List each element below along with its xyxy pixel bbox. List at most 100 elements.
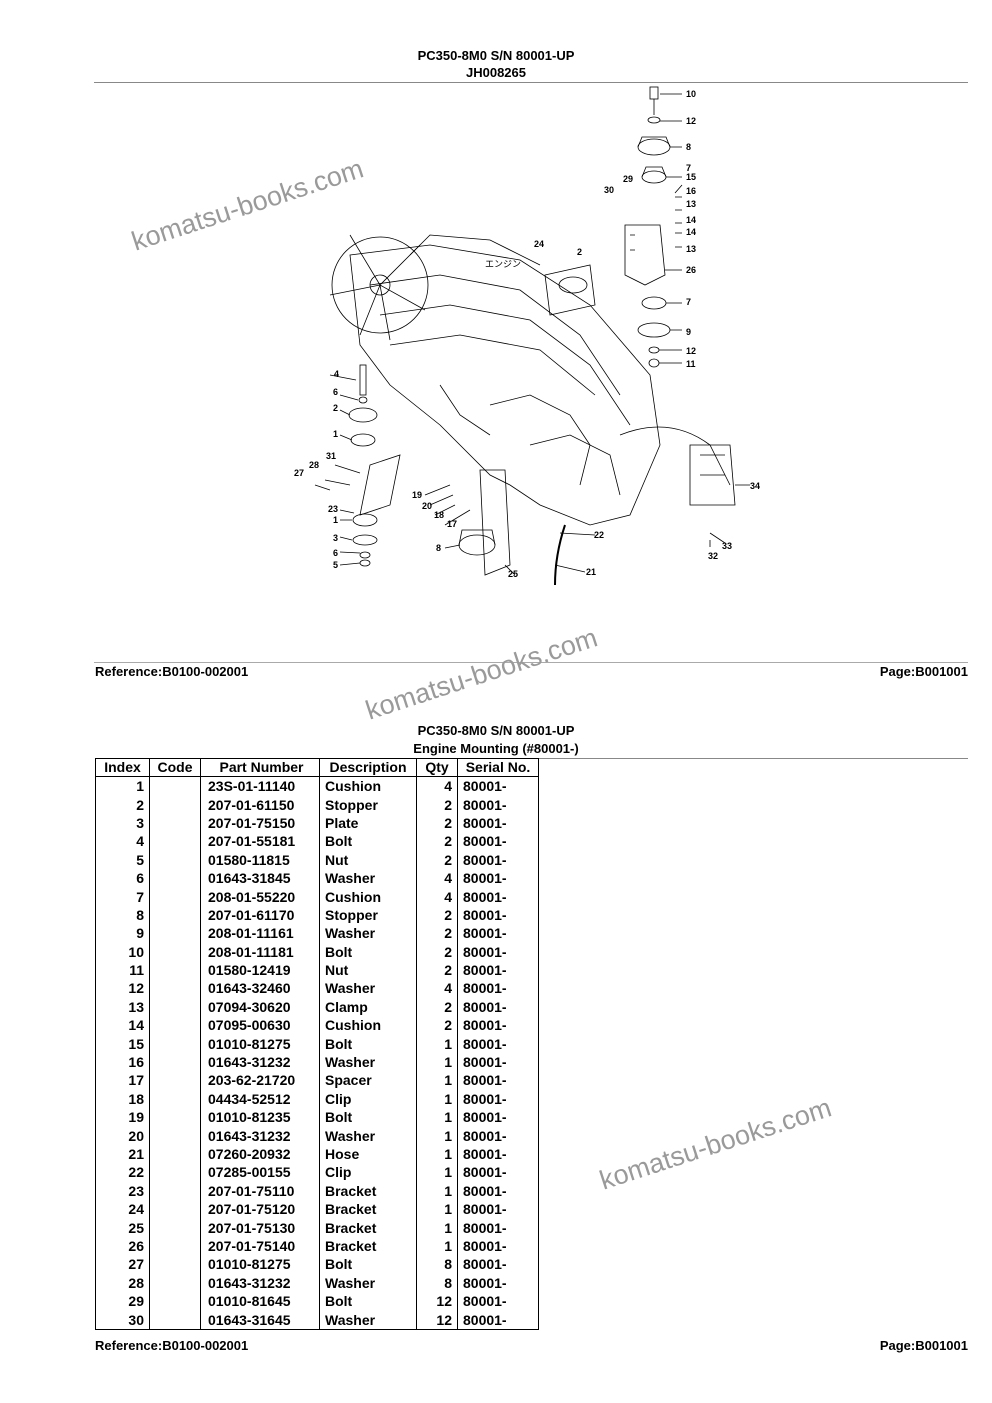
cell-serial: 80001- — [457, 1016, 539, 1035]
cell-code — [149, 1255, 201, 1274]
cell-description: Plate — [319, 813, 417, 833]
cell-part-number: 207-01-75140 — [200, 1236, 320, 1256]
cell-index: 30 — [95, 1310, 150, 1330]
cell-index: 19 — [95, 1108, 150, 1127]
col-header-serial: Serial No. — [457, 758, 539, 777]
cell-description: Stopper — [319, 905, 417, 925]
callout-label: 33 — [722, 541, 732, 551]
col-header-qty: Qty — [416, 758, 458, 777]
page-label: Page:B001001 — [879, 664, 968, 679]
cell-code — [149, 868, 201, 888]
cell-qty: 8 — [416, 1255, 458, 1274]
callout-label: 1 — [333, 515, 338, 525]
callout-label: 20 — [422, 501, 432, 511]
cell-serial: 80001- — [457, 1255, 539, 1274]
cell-serial: 80001- — [457, 1218, 539, 1237]
cell-code — [149, 1291, 201, 1311]
cell-index: 17 — [95, 1071, 150, 1090]
callout-label: 3 — [333, 533, 338, 543]
cell-code — [149, 1071, 201, 1090]
callout-label: 25 — [508, 569, 518, 579]
cell-qty: 2 — [416, 1016, 458, 1035]
cell-index: 29 — [95, 1291, 150, 1311]
callout-label: 18 — [434, 510, 444, 520]
cell-qty: 1 — [416, 1181, 458, 1200]
cell-part-number: 07094-30620 — [200, 997, 320, 1017]
cell-index: 8 — [95, 905, 150, 925]
cell-code — [149, 905, 201, 925]
callout-label: 26 — [686, 265, 696, 275]
cell-description: Cushion — [319, 1016, 417, 1035]
cell-qty: 1 — [416, 1236, 458, 1256]
callout-label: 22 — [594, 530, 604, 540]
callout-label: 6 — [333, 548, 338, 558]
cell-qty: 1 — [416, 1163, 458, 1182]
cell-code — [149, 1144, 201, 1164]
cell-code — [149, 1236, 201, 1256]
cell-code — [149, 1218, 201, 1237]
cell-description: Nut — [319, 960, 417, 980]
cell-serial: 80001- — [457, 868, 539, 888]
cell-index: 28 — [95, 1273, 150, 1292]
cell-serial: 80001- — [457, 813, 539, 833]
cell-description: Washer — [319, 868, 417, 888]
engine-label: エンジン — [485, 259, 521, 269]
cell-qty: 4 — [416, 868, 458, 888]
cell-code — [149, 850, 201, 869]
cell-description: Nut — [319, 850, 417, 869]
cell-description: Spacer — [319, 1071, 417, 1090]
cell-index: 9 — [95, 924, 150, 943]
cell-index: 5 — [95, 850, 150, 869]
col-header-description: Description — [319, 758, 417, 777]
cell-serial: 80001- — [457, 1310, 539, 1330]
cell-part-number: 07095-00630 — [200, 1016, 320, 1035]
cell-description: Clamp — [319, 997, 417, 1017]
callout-label: 28 — [309, 460, 319, 470]
cell-part-number: 208-01-11181 — [200, 942, 320, 961]
cell-code — [149, 1199, 201, 1219]
callout-label: 30 — [604, 185, 614, 195]
cell-part-number: 01010-81275 — [200, 1034, 320, 1053]
callout-label: 12 — [686, 116, 696, 126]
table-top-rule — [535, 758, 968, 759]
cell-index: 12 — [95, 979, 150, 998]
cell-index: 6 — [95, 868, 150, 888]
cell-qty: 1 — [416, 1108, 458, 1127]
cell-qty: 2 — [416, 795, 458, 814]
cell-serial: 80001- — [457, 1034, 539, 1053]
cell-serial: 80001- — [457, 960, 539, 980]
cell-index: 1 — [95, 776, 150, 796]
cell-part-number: 207-01-75150 — [200, 813, 320, 833]
cell-code — [149, 997, 201, 1017]
cell-serial: 80001- — [457, 850, 539, 869]
cell-index: 27 — [95, 1255, 150, 1274]
callout-label: 1 — [333, 429, 338, 439]
cell-part-number: 01643-32460 — [200, 979, 320, 998]
cell-serial: 80001- — [457, 1144, 539, 1164]
callout-label: 2 — [577, 247, 582, 257]
cell-serial: 80001- — [457, 1163, 539, 1182]
callout-label: 2 — [333, 403, 338, 413]
cell-serial: 80001- — [457, 1291, 539, 1311]
cell-serial: 80001- — [457, 942, 539, 961]
cell-part-number: 01643-31232 — [200, 1052, 320, 1072]
cell-description: Cushion — [319, 887, 417, 906]
cell-serial: 80001- — [457, 1126, 539, 1145]
cell-index: 4 — [95, 832, 150, 851]
cell-serial: 80001- — [457, 1236, 539, 1256]
cell-qty: 1 — [416, 1089, 458, 1109]
cell-description: Washer — [319, 1126, 417, 1145]
cell-code — [149, 1034, 201, 1053]
cell-code — [149, 924, 201, 943]
cell-qty: 4 — [416, 887, 458, 906]
cell-part-number: 01643-31232 — [200, 1126, 320, 1145]
